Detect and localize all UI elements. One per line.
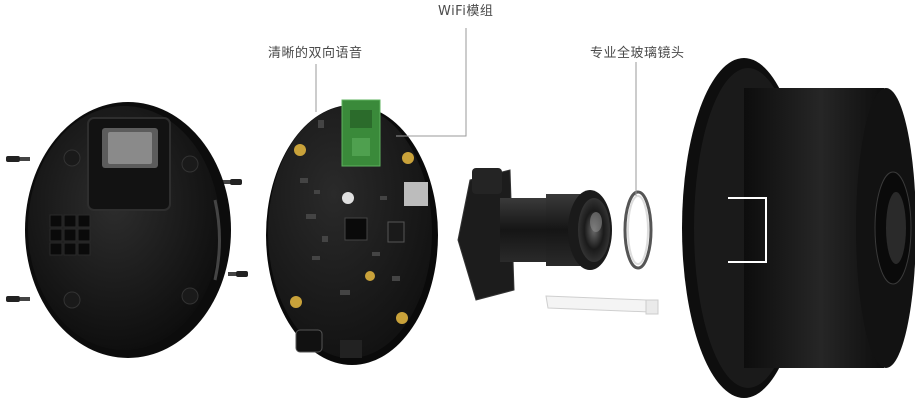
glass-lens-ring bbox=[623, 190, 653, 270]
lens-assembly bbox=[457, 168, 612, 301]
lens-label: 专业全玻璃镜头 bbox=[590, 46, 685, 61]
wifi-module-label: WiFi模组 bbox=[438, 4, 494, 19]
back-cover bbox=[25, 102, 231, 358]
screw-1 bbox=[6, 156, 30, 162]
front-housing bbox=[682, 58, 915, 398]
pcb-board bbox=[266, 99, 438, 365]
speaker-grid bbox=[49, 214, 91, 256]
callout-lines bbox=[315, 28, 637, 196]
callout-wifi bbox=[396, 28, 467, 137]
voice-label: 清晰的双向语音 bbox=[268, 46, 363, 61]
screws bbox=[6, 156, 248, 302]
light-pipe bbox=[545, 295, 659, 315]
screw-2 bbox=[6, 296, 30, 302]
screw-4 bbox=[228, 271, 248, 277]
screw-3 bbox=[222, 179, 242, 185]
